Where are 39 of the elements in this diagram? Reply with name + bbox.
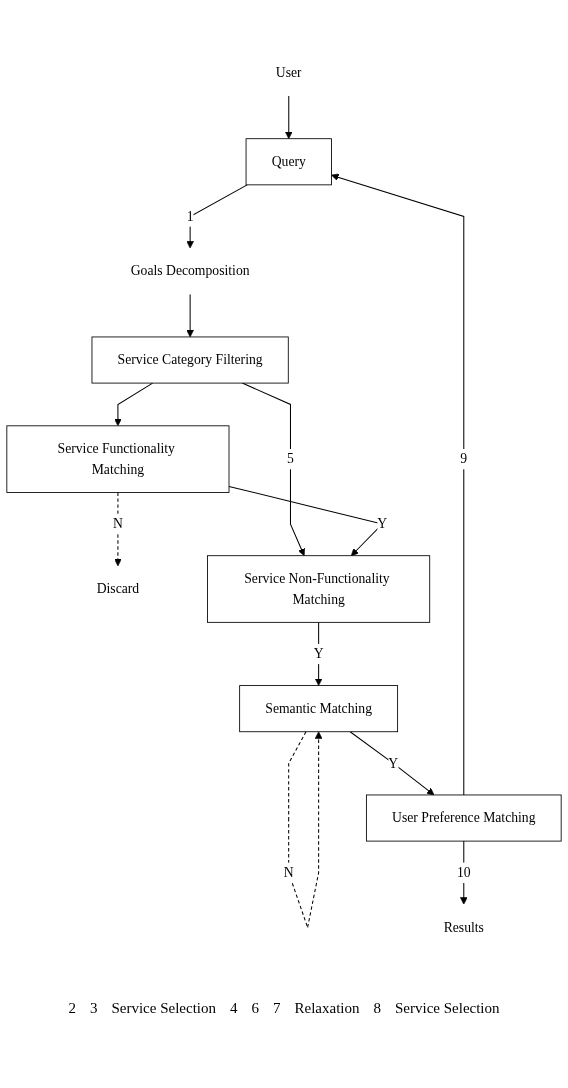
edge-label: 10 [456,864,471,880]
arrow [314,621,323,686]
note-label: 8 [373,1000,381,1017]
arrow [186,293,194,338]
edge-label: 1 [186,208,194,224]
node-text: Goals Decomposition [130,263,250,278]
arrow [331,173,465,796]
node-text: Results [443,919,484,935]
note-label: 3 [89,1000,98,1017]
edge-label: Y [313,646,324,661]
node-text: User [275,65,302,80]
note-label: Service Selection [111,1000,216,1017]
arrow [460,840,468,905]
note-label: Service Selection [395,1000,500,1017]
edge-label: Y [377,516,388,531]
node-box: Service Non-Functionality Matching [207,555,431,623]
arrow [285,95,293,139]
note-label: 7 [273,1000,281,1017]
edge-label: N [112,516,123,531]
edge-label: Y [388,755,399,771]
node-box: User Preference Matching [365,794,562,842]
edge-label: 9 [460,451,468,466]
note-label: 4 [230,1000,238,1017]
node-box: Semantic Matching [239,685,399,732]
arrow [114,382,154,426]
node-text: Discard [96,581,140,596]
arrow [186,184,248,249]
arrow [114,491,122,567]
edge-label: 5 [287,451,294,466]
node-box: Service Functionality Matching [6,425,230,493]
node-box: Service Category Filtering [91,336,289,384]
arrow [288,731,323,928]
arrow [241,382,305,556]
note-label: 2 [68,1000,76,1017]
edge-label: N [283,864,294,880]
node-box: Query [245,138,332,186]
note-label: Relaxation [294,1000,360,1017]
arrow [349,731,435,796]
note-label: 6 [251,1000,259,1017]
